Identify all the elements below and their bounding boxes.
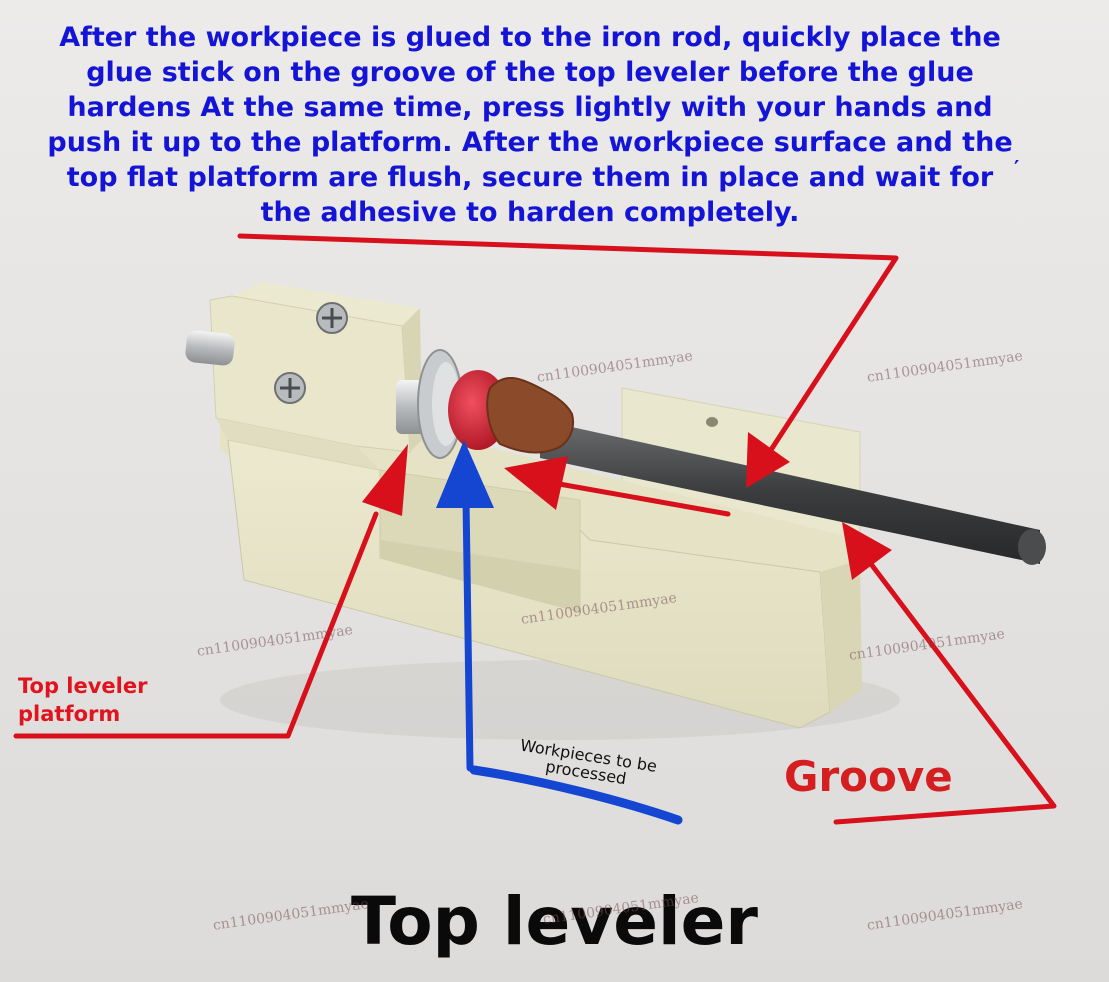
left-pin [185,330,235,366]
glue-blob [486,377,574,454]
instruction-caption: After the workpiece is glued to the iron… [47,22,1013,228]
screw-top [316,302,348,334]
arrow-glue-line [545,479,731,517]
product-title: Top leveler [351,883,758,960]
platform-block-lower-front [216,418,380,470]
iron-rod-end [1018,529,1046,565]
workpiece-underline [469,765,683,825]
arrow-workpiece-head [436,440,494,508]
arrow-groove-line [833,557,1057,825]
arrow-caption-to-groove [237,233,899,479]
back-plate-hole [706,417,718,427]
screw-bottom [274,372,306,404]
arrow-groove-head [842,522,892,580]
arrow-platform-head [362,444,408,516]
platform-label: Top leveler platform [18,674,148,726]
front-slot-floor [380,540,580,612]
groove-label: Groove [784,752,953,801]
arrow-caption-to-groove-head [746,432,790,488]
body-right-side [820,560,862,712]
iron-rod [540,420,1040,564]
caption-tick-mark: ′ [1014,156,1020,180]
arrow-platform-line [13,511,379,739]
arrow-workpiece-line [462,496,474,772]
arrow-glue-head [504,456,568,510]
